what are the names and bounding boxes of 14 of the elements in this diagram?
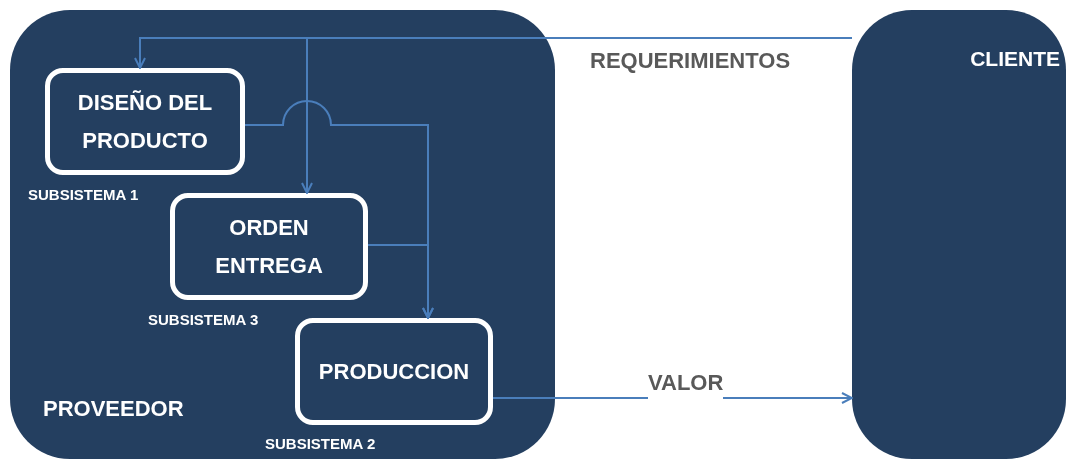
process-box	[295, 318, 493, 425]
subsystem-caption: SUBSISTEMA 1	[28, 185, 139, 205]
group-panel	[852, 10, 1066, 459]
subsystem-caption: SUBSISTEMA 3	[148, 310, 259, 330]
group-panel	[10, 10, 555, 459]
process-box	[170, 193, 368, 300]
subsystem-caption: SUBSISTEMA 2	[265, 434, 376, 454]
process-box	[45, 68, 245, 175]
node-label: ORDEN ENTREGA	[214, 213, 324, 280]
node-label: PRODUCCION	[318, 357, 470, 386]
node-label: CLIENTE	[970, 46, 1060, 72]
node-label: DISEÑO DEL PRODUCTO	[76, 88, 214, 155]
node-label: PROVEEDOR	[43, 395, 184, 423]
arrow	[367, 244, 434, 319]
